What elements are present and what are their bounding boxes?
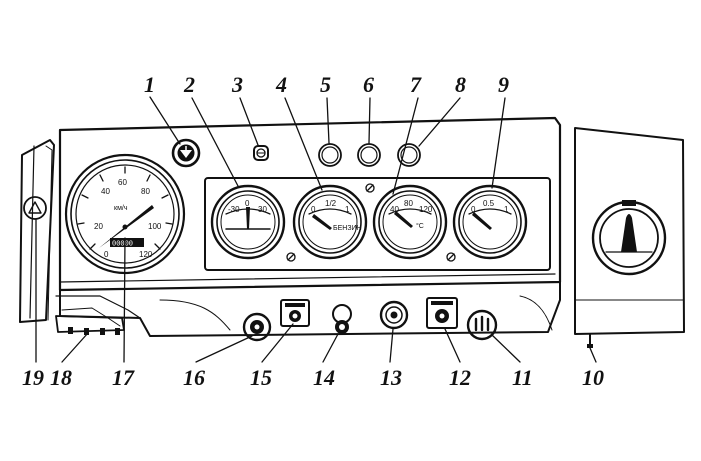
speed-tick-120: 120 [139,250,153,259]
ammeter-needle [246,207,250,229]
ammeter-tick-pos: 30 [258,205,267,214]
callout-4: 4 [275,72,287,97]
lower-bracket-18 [55,315,125,335]
bolt-10 [587,333,593,348]
oil-tick-1: 1 [504,205,509,214]
callout-17: 17 [112,365,135,390]
wiper-switch[interactable] [171,138,201,168]
temp-unit: °C [416,222,424,230]
callout-5: 5 [320,72,331,97]
warning-lamp-8 [397,143,421,167]
odometer: 00000 [110,238,144,249]
knob-13[interactable] [379,300,409,330]
oil-pressure-gauge: 0 0.5 1 [452,184,528,260]
oil-pressure-needle [472,212,492,230]
left-side-panel [19,139,55,323]
svg-text:00000: 00000 [112,241,133,249]
ammeter-tick-neg: -30 [228,205,240,214]
fuel-gauge: 0 1/2 1 БЕНЗИН [292,184,368,260]
ammeter-tick-zero: 0 [245,199,250,208]
callout-3: 3 [231,72,243,97]
callout-12: 12 [449,365,471,390]
speed-unit: км/ч [114,205,128,212]
callout-10: 10 [582,365,604,390]
warning-lamp-5 [318,143,342,167]
fuel-unit: БЕНЗИН [333,225,362,232]
ammeter-gauge: -30 0 30 [210,184,286,260]
right-side-panel [574,127,685,335]
temp-tick-120: 120 [419,205,433,214]
warning-lamp-6 [357,143,381,167]
callout-9: 9 [498,72,509,97]
speed-tick-40: 40 [101,187,110,196]
callout-11: 11 [512,365,533,390]
oil-tick-half: 0.5 [483,199,495,208]
ignition-switch-14[interactable] [332,304,352,334]
light-switch-11[interactable] [466,309,498,341]
callout-13: 13 [380,365,402,390]
fuel-tick-half: 1/2 [325,199,337,208]
cluster-screws [286,183,456,262]
callout-7: 7 [410,72,422,97]
speed-tick-0: 0 [104,250,109,259]
temp-tick-40: 40 [390,205,399,214]
warning-button[interactable] [23,196,47,220]
cigarette-lighter-16[interactable] [242,312,272,342]
callout-19: 19 [22,365,44,390]
callout-18: 18 [50,365,72,390]
speed-tick-20: 20 [94,222,103,231]
callout-1: 1 [144,72,155,97]
callout-8: 8 [455,72,466,97]
wiper-icon [180,146,192,158]
callout-6: 6 [363,72,374,97]
callout-2: 2 [183,72,195,97]
switch-12[interactable] [426,297,458,329]
three-bar-switch-icon [474,315,490,332]
temperature-needle [394,211,413,228]
speed-tick-60: 60 [118,178,127,187]
temp-tick-80: 80 [404,199,413,208]
fuel-tick-full: 1 [345,205,350,214]
fuel-needle [312,214,332,230]
temperature-gauge: 40 80 120 °C [372,184,448,260]
heater-control-dial[interactable] [591,200,667,276]
switch-15[interactable] [280,299,310,327]
speed-tick-100: 100 [148,222,162,231]
fuel-tick-empty: 0 [311,205,316,214]
leader-lines [35,96,597,363]
callout-15: 15 [250,365,272,390]
speedometer: 20 40 60 80 100 120 0 км/ч 00000 [64,153,186,275]
headlight-indicator [253,145,269,161]
oil-tick-0: 0 [471,205,476,214]
triangle-warning-icon [28,201,42,214]
callout-14: 14 [313,365,335,390]
speed-tick-80: 80 [141,187,150,196]
callout-labels: 1 2 3 4 5 6 7 8 9 10 11 12 13 14 15 16 1… [22,72,604,390]
callout-16: 16 [183,365,205,390]
